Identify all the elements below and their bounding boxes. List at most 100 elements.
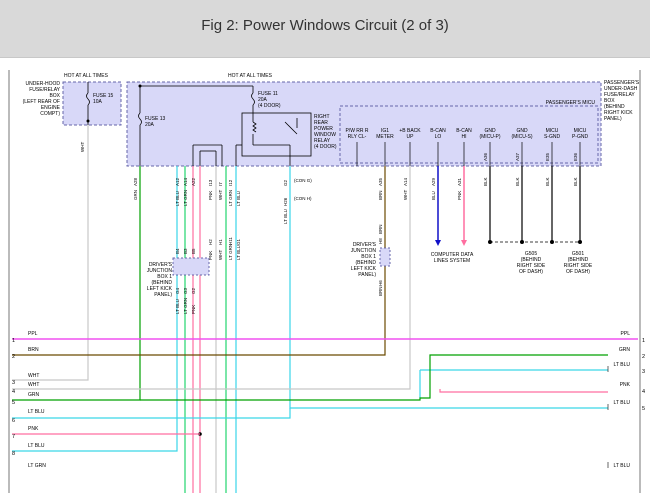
svg-text:1: 1 (642, 338, 645, 344)
wire-wht-a14 (12, 166, 411, 390)
wire-ltblu-b4 (12, 275, 178, 452)
wire-brn-h6 (12, 266, 386, 356)
svg-text:LT BLU: LT BLU (283, 209, 288, 224)
svg-text:WHT: WHT (218, 250, 223, 260)
svg-text:FUSE/RELAY: FUSE/RELAY (604, 92, 635, 98)
svg-text:(BEHIND: (BEHIND (355, 260, 376, 266)
svg-text:LT BLU: LT BLU (175, 299, 180, 314)
svg-text:H6: H6 (378, 280, 383, 286)
svg-text:4: 4 (12, 389, 15, 395)
svg-text:WHT: WHT (403, 190, 408, 200)
svg-text:LT BLU: LT BLU (175, 191, 180, 206)
svg-text:H1: H1 (218, 239, 223, 245)
svg-text:BOX 1: BOX 1 (361, 254, 376, 260)
svg-text:(BEHIND: (BEHIND (521, 257, 542, 263)
svg-text:JUNCTION: JUNCTION (351, 248, 377, 254)
fuse-15: FUSE 15 10A (86, 82, 114, 125)
svg-text:PANEL): PANEL) (358, 272, 376, 278)
svg-text:BOX 1: BOX 1 (157, 274, 172, 280)
svg-text:MICU: MICU (546, 128, 559, 134)
svg-text:P-GND: P-GND (572, 134, 589, 140)
svg-text:PANEL): PANEL) (154, 292, 172, 298)
svg-text:PASSENGER'S: PASSENGER'S (604, 80, 640, 86)
svg-text:H26: H26 (283, 197, 288, 206)
wire-wht-fuse15 (12, 125, 89, 381)
svg-text:UP: UP (407, 134, 415, 140)
svg-text:PNK: PNK (208, 191, 213, 200)
svg-text:A35: A35 (378, 177, 383, 186)
svg-text:GND: GND (484, 128, 496, 134)
svg-text:E35: E35 (545, 152, 550, 161)
svg-text:LT BLU: LT BLU (614, 463, 631, 469)
svg-text:A22: A22 (191, 177, 196, 186)
svg-text:(CON H): (CON H) (294, 196, 312, 201)
svg-text:4: 4 (642, 389, 645, 395)
svg-text:7: 7 (12, 434, 15, 440)
svg-text:B-CAN: B-CAN (430, 128, 446, 134)
svg-text:OF DASH): OF DASH) (519, 269, 543, 275)
svg-text:MICU: MICU (574, 128, 587, 134)
svg-text:LT GRN: LT GRN (28, 463, 46, 469)
wire-ltblu-g2 (289, 166, 608, 409)
svg-text:G2: G2 (283, 179, 288, 186)
svg-text:WINDOW: WINDOW (314, 132, 336, 138)
wire-grn-a28 (12, 166, 141, 401)
micu-label: PASSENGER'S MICU (546, 100, 596, 106)
row-left-labels: PPL BRN WHT WHT GRN LT BLU PNK LT BLU LT… (28, 331, 46, 469)
svg-text:JUNCTION: JUNCTION (147, 268, 173, 274)
svg-text:WHT: WHT (218, 190, 223, 200)
svg-text:20A: 20A (145, 122, 155, 128)
svg-text:DRIVER'S: DRIVER'S (353, 242, 377, 248)
svg-text:FUSE/RELAY: FUSE/RELAY (29, 87, 60, 93)
svg-text:BRN: BRN (378, 224, 383, 234)
svg-text:BLK: BLK (483, 177, 488, 186)
svg-text:COMPT): COMPT) (40, 111, 60, 117)
svg-text:RIGHT SIDE: RIGHT SIDE (564, 263, 593, 269)
svg-text:1: 1 (12, 338, 15, 344)
svg-text:(MICU-P): (MICU-P) (479, 134, 500, 140)
svg-text:H2: H2 (208, 239, 213, 245)
fuse-13-label: FUSE 13 20A (145, 116, 166, 128)
svg-text:(4 DOOR): (4 DOOR) (258, 103, 281, 109)
svg-text:S-GND: S-GND (544, 134, 561, 140)
svg-text:+B BACK: +B BACK (399, 128, 421, 134)
svg-text:BRN: BRN (378, 190, 383, 200)
svg-text:I7: I7 (218, 182, 223, 186)
underdash-bus (138, 85, 255, 166)
svg-text:H8: H8 (378, 238, 383, 244)
svg-text:FUSE 13: FUSE 13 (145, 116, 166, 122)
wire-pnk-right4 (439, 389, 608, 393)
svg-text:I12: I12 (228, 179, 233, 186)
svg-text:LT GRN: LT GRN (183, 190, 188, 206)
svg-text:H11: H11 (228, 237, 233, 245)
svg-text:PNK: PNK (620, 382, 631, 388)
svg-text:B5: B5 (191, 248, 196, 254)
svg-text:UNDER-DASH: UNDER-DASH (604, 86, 638, 92)
svg-text:GRN: GRN (28, 392, 40, 398)
svg-text:LT BLU: LT BLU (614, 362, 631, 368)
cdls-label: COMPUTER DATA LINES SYSTEM (431, 252, 474, 264)
micu-terminals: P/W RR R RLY CL- IG1 METER +B BACK UP B-… (345, 128, 588, 140)
svg-text:BLK: BLK (573, 177, 578, 186)
svg-text:A12: A12 (175, 177, 180, 186)
micu-internal-leads (356, 142, 581, 166)
row-numbers: 1 2 3 4 5 6 7 8 (12, 338, 15, 457)
svg-text:REAR: REAR (314, 120, 328, 126)
svg-text:WHT: WHT (80, 142, 85, 152)
svg-text:A14: A14 (403, 177, 408, 186)
svg-text:ENGINE: ENGINE (41, 105, 61, 111)
svg-text:BRN: BRN (28, 347, 39, 353)
svg-text:20A: 20A (258, 97, 268, 103)
svg-text:P/W RR R: P/W RR R (345, 128, 368, 134)
fuse-11-label: FUSE 11 20A (4 DOOR) (258, 91, 281, 109)
svg-text:(BEHIND: (BEHIND (604, 104, 625, 110)
svg-text:B3: B3 (183, 248, 188, 254)
svg-text:3: 3 (12, 380, 15, 386)
g501-label: G501 (BEHIND RIGHT SIDE OF DASH) (564, 251, 593, 275)
svg-text:HI: HI (462, 134, 467, 140)
row-right-numbers: 1 2 3 4 5 (642, 338, 645, 412)
svg-text:6: 6 (12, 418, 15, 424)
svg-text:(BEHIND: (BEHIND (151, 280, 172, 286)
svg-text:PPL: PPL (621, 331, 631, 337)
driver-junction-box-left (172, 257, 210, 276)
